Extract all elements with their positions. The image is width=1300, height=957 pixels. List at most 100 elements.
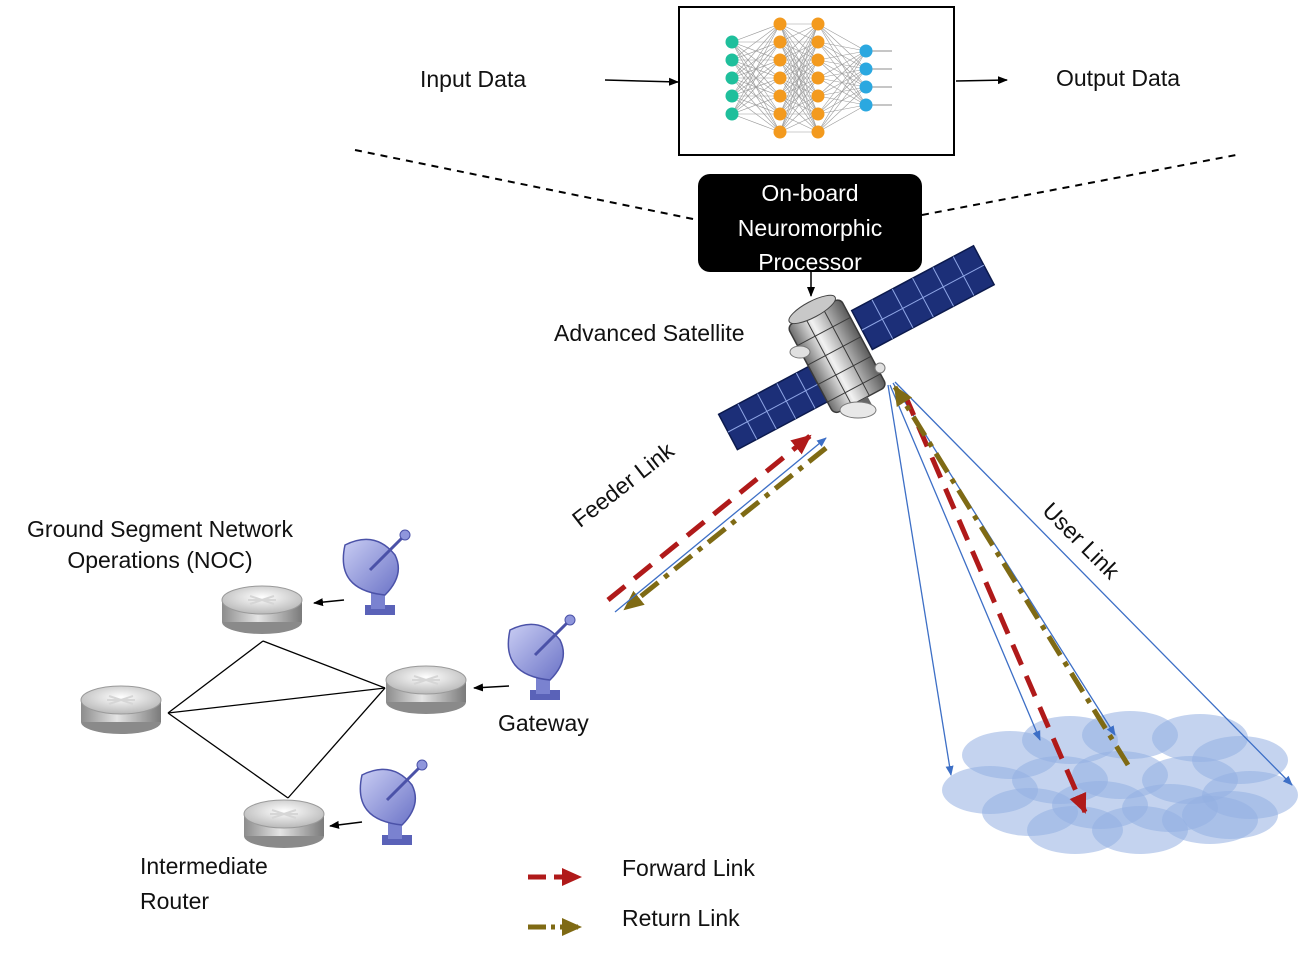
satellite-label: Advanced Satellite [554, 320, 745, 346]
nn-edge [731, 23, 781, 97]
nn-edge [817, 50, 867, 61]
feeder-thin-link [614, 437, 827, 613]
processor-line-2: Neuromorphic [737, 214, 883, 241]
coverage-beam [1202, 771, 1298, 819]
nn-edge [817, 104, 867, 133]
nn-edge [779, 41, 819, 133]
user-link-beams [887, 381, 1293, 786]
coverage-beams [942, 711, 1298, 854]
nn-node [725, 71, 739, 85]
nn-edge [817, 50, 867, 79]
processor-line-3: Processor [758, 249, 862, 275]
projection-line-left [354, 149, 699, 221]
projection-line-right [921, 154, 1237, 216]
nn-edge [731, 95, 781, 115]
nn-edge [779, 59, 819, 133]
nn-edge [779, 113, 819, 133]
nn-node [811, 53, 825, 67]
processor-line-1: On-board [761, 180, 859, 206]
dish-gateway [506, 613, 577, 702]
legend-forward-label: Forward Link [622, 855, 755, 881]
user-return-link [892, 385, 1131, 767]
router-label-line-1: Intermediate [140, 853, 268, 879]
noc-label-line-2: Operations (NOC) [67, 546, 253, 573]
nn-node [859, 80, 873, 94]
nn-node [859, 44, 873, 58]
coverage-beam [1082, 711, 1178, 759]
nn-edge [731, 23, 781, 43]
coverage-beam [982, 788, 1078, 836]
output-arrow [955, 76, 1008, 85]
gateway-label: Gateway [498, 710, 589, 736]
input-data-label: Input Data [420, 66, 527, 92]
nn-edge [817, 23, 867, 52]
coverage-beam [1162, 796, 1258, 844]
nn-edge [817, 50, 867, 115]
nn-node [811, 17, 825, 31]
nn-edge [817, 86, 867, 133]
arrow-dish-noc [313, 598, 345, 607]
user-forward-link [902, 394, 1088, 814]
nn-edge [817, 68, 867, 133]
coverage-beam [1192, 736, 1288, 784]
nn-edge [817, 50, 867, 97]
noc-label-line-1: Ground Segment Network [27, 516, 293, 542]
coverage-beam [1072, 751, 1168, 799]
router-noc [221, 585, 303, 635]
nn-node [725, 35, 739, 49]
nn-node [773, 35, 787, 49]
nn-node [859, 98, 873, 112]
nn-edge [817, 41, 867, 52]
coverage-beam [1022, 716, 1118, 764]
router-label-line-2: Router [140, 887, 210, 914]
neuromorphic-processor-box: On-board Neuromorphic Processor [698, 174, 922, 275]
nn-edge [731, 77, 781, 115]
coverage-beam [1122, 784, 1218, 832]
satellite-graphic [717, 244, 996, 451]
coverage-beam [1027, 806, 1123, 854]
nn-edge [817, 50, 867, 133]
nn-node [811, 125, 825, 139]
nn-edge [779, 23, 819, 97]
nn-edge [779, 77, 819, 133]
nn-node [811, 107, 825, 121]
legend-return-label: Return Link [622, 905, 740, 931]
router-intermediate [243, 799, 325, 849]
coverage-beam [1152, 714, 1248, 762]
nn-edge [779, 23, 819, 79]
coverage-beam [942, 766, 1038, 814]
coverage-beam [1142, 756, 1238, 804]
coverage-beam [962, 731, 1058, 779]
router-label: Intermediate Router [140, 853, 268, 915]
nn-edge [779, 95, 819, 133]
nn-edge [779, 23, 819, 43]
nn-edge [731, 23, 781, 79]
noc-network-lines [167, 640, 386, 799]
nn-node [811, 71, 825, 85]
nn-node [859, 62, 873, 76]
router-left [80, 685, 162, 735]
coverage-beam [1092, 806, 1188, 854]
nn-node [773, 17, 787, 31]
feeder-forward-link [606, 434, 812, 602]
nn-node [725, 107, 739, 121]
nn-node [773, 53, 787, 67]
output-data-label: Output Data [1056, 65, 1181, 91]
nn-edge [731, 23, 781, 115]
nn-node [773, 89, 787, 103]
nn-edge [731, 59, 781, 115]
nn-node [811, 35, 825, 49]
neural-network-nodes [725, 17, 873, 139]
coverage-beam [1182, 791, 1278, 839]
arrow-dish-intermediate [329, 820, 363, 829]
nn-node [811, 89, 825, 103]
nn-node [773, 125, 787, 139]
nn-node [773, 71, 787, 85]
dish-noc [341, 528, 412, 617]
nn-edge [779, 23, 819, 61]
noc-label: Ground Segment Network Operations (NOC) [5, 516, 315, 574]
nn-edge [779, 23, 819, 115]
arrow-dish-gateway [473, 683, 510, 692]
